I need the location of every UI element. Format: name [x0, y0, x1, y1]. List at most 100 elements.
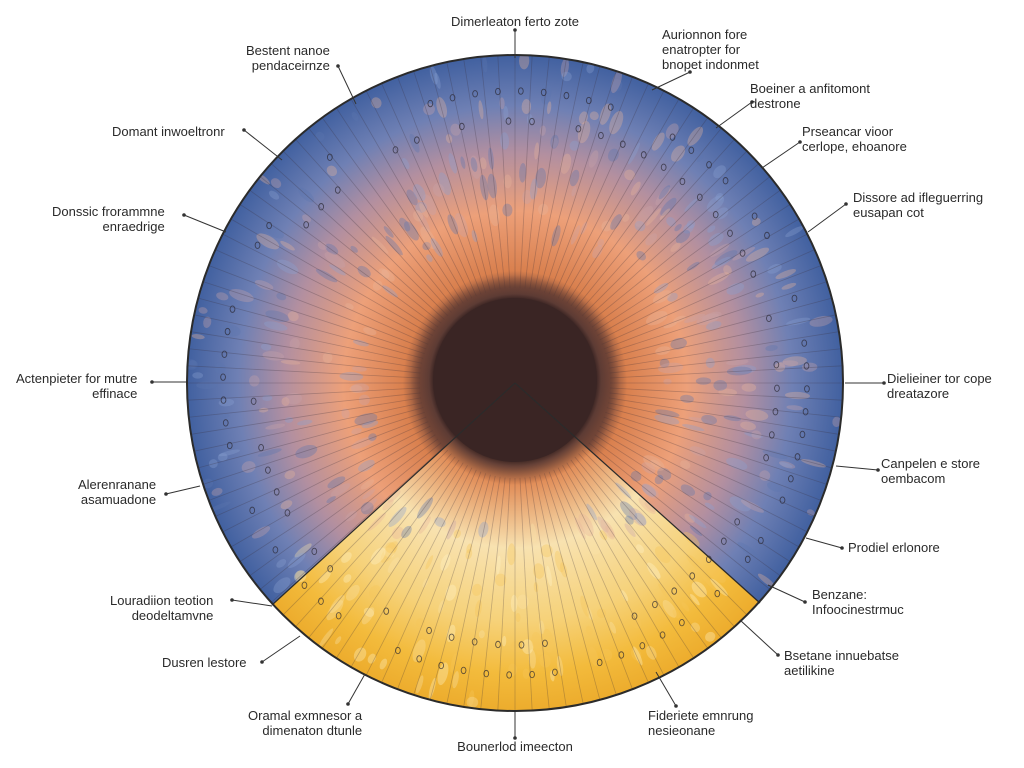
rim-marker: [383, 607, 390, 615]
texture-fleck: [479, 174, 489, 201]
texture-fleck: [361, 420, 379, 429]
radial-spoke: [578, 453, 735, 628]
leader-dot: [840, 546, 844, 550]
rim-marker: [779, 496, 786, 504]
texture-fleck: [538, 203, 549, 216]
texture-fleck: [385, 235, 403, 256]
texture-fleck: [438, 600, 445, 613]
leader-line: [767, 584, 806, 603]
texture-fleck: [352, 366, 367, 372]
texture-fleck: [586, 503, 598, 521]
leader-dot: [674, 704, 678, 708]
texture-fleck: [502, 203, 513, 217]
texture-fleck: [645, 233, 658, 246]
texture-fleck: [806, 509, 815, 516]
texture-fleck: [438, 172, 451, 196]
texture-fleck: [298, 187, 315, 203]
texture-fleck: [254, 279, 274, 291]
texture-fleck: [363, 607, 375, 617]
callout-line: Infoocinestrmuc: [812, 602, 904, 617]
texture-fleck: [510, 640, 523, 653]
leader-dot: [513, 736, 517, 740]
texture-fleck: [641, 484, 657, 497]
radial-spoke: [570, 459, 709, 649]
texture-fleck: [659, 208, 671, 220]
texture-fleck: [646, 562, 661, 580]
rim-marker: [585, 96, 592, 105]
texture-fleck: [704, 502, 715, 510]
texture-fleck: [494, 573, 507, 587]
texture-fleck: [551, 137, 558, 149]
texture-fleck: [496, 555, 501, 575]
texture-fleck: [599, 530, 608, 541]
rim-marker: [258, 443, 264, 452]
radial-spoke: [553, 469, 649, 683]
texture-fleck: [345, 510, 358, 522]
radial-spoke: [365, 90, 473, 299]
leader-line: [835, 465, 879, 471]
texture-fleck: [577, 120, 591, 144]
texture-fleck: [762, 449, 788, 459]
rim-marker: [751, 212, 758, 220]
radial-spoke: [259, 442, 442, 590]
texture-fleck: [268, 190, 280, 200]
rim-marker: [395, 646, 401, 655]
texture-fleck: [360, 479, 375, 490]
texture-fleck: [388, 506, 407, 528]
texture-fleck: [478, 521, 489, 538]
texture-fleck: [276, 559, 287, 568]
texture-fleck: [294, 570, 307, 583]
texture-fleck: [786, 317, 811, 326]
texture-fleck: [529, 178, 538, 200]
texture-fleck: [354, 413, 378, 426]
texture-fleck: [726, 457, 748, 470]
rim-marker: [326, 153, 333, 161]
texture-fleck: [352, 339, 369, 347]
rim-marker: [220, 373, 226, 381]
texture-fleck: [663, 378, 672, 385]
texture-fleck: [208, 459, 218, 469]
texture-fleck: [422, 241, 431, 251]
texture-fleck: [358, 394, 370, 406]
texture-fleck: [751, 430, 762, 440]
callout-line: Aurionnon fore: [662, 27, 748, 42]
rim-marker: [679, 618, 685, 627]
rim-marker: [618, 651, 625, 659]
texture-fleck: [202, 478, 214, 489]
texture-fleck: [349, 385, 363, 393]
rim-marker: [696, 193, 703, 201]
texture-fleck: [620, 501, 638, 520]
texture-fleck: [662, 599, 677, 618]
rim-marker: [596, 658, 603, 667]
texture-fleck: [276, 259, 299, 275]
pupil: [433, 298, 597, 462]
texture-fleck: [569, 140, 580, 151]
leader-dot: [844, 202, 848, 206]
texture-fleck: [198, 307, 208, 314]
texture-fleck: [578, 111, 588, 125]
texture-fleck: [560, 153, 572, 174]
radial-spoke: [591, 189, 781, 328]
rim-marker: [774, 384, 780, 392]
texture-fleck: [426, 254, 433, 262]
leader-line: [347, 673, 366, 705]
radial-spoke: [215, 249, 429, 345]
radial-spoke: [202, 281, 425, 355]
texture-fleck: [609, 621, 617, 634]
texture-fleck: [418, 516, 431, 534]
texture-fleck: [655, 186, 671, 206]
rim-marker: [791, 294, 798, 302]
texture-fleck: [362, 498, 378, 512]
texture-fleck: [273, 577, 291, 594]
texture-fleck: [539, 125, 546, 136]
texture-fleck: [367, 653, 376, 664]
texture-fleck: [448, 153, 458, 174]
rim-marker: [763, 454, 769, 462]
rim-marker: [640, 151, 647, 159]
texture-fleck: [696, 154, 704, 163]
texture-fleck: [287, 311, 299, 322]
texture-fleck: [447, 214, 459, 235]
texture-fleck: [535, 167, 547, 189]
texture-fleck: [302, 214, 312, 223]
